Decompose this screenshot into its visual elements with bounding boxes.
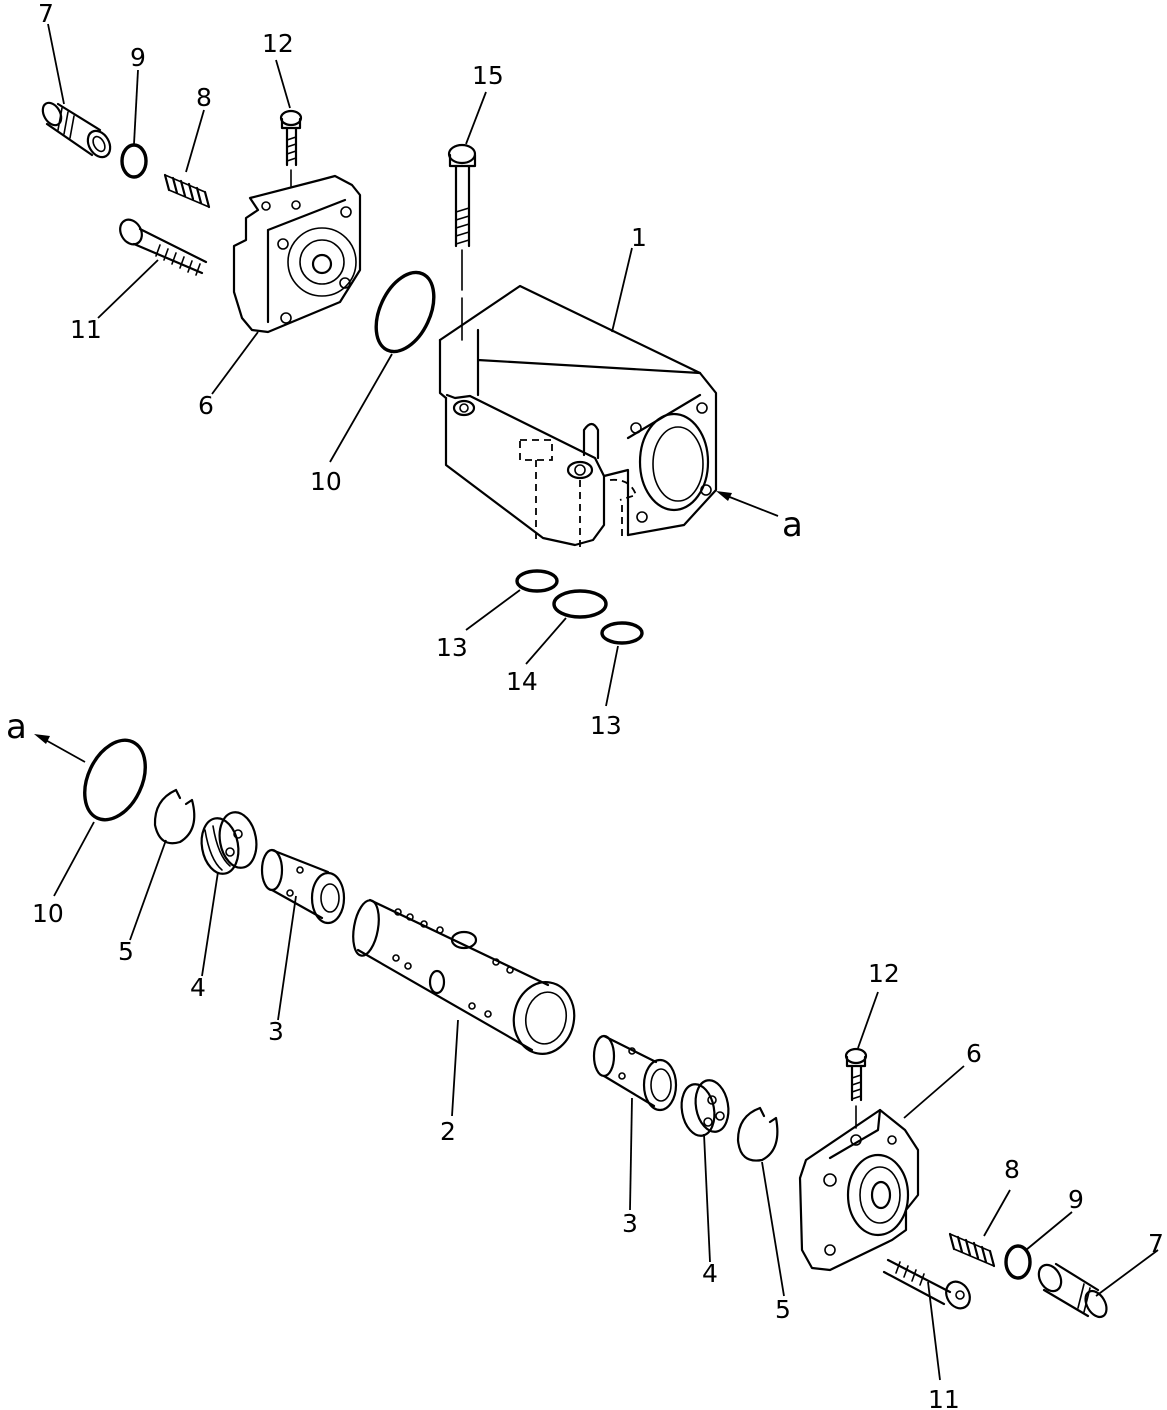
callout-9a: 9 [130,43,146,72]
callout-8b: 8 [1004,1155,1020,1184]
snap-ring-5-left [153,788,196,845]
callout-7b: 7 [1148,1229,1164,1258]
view-a-arrow-bottom [41,737,86,763]
cover-6-top [232,174,362,334]
plug-4-right [680,1079,730,1137]
spring-8-top [163,173,211,209]
leader-9a [133,69,139,145]
callout-11b: 11 [928,1385,960,1410]
plug-bottom [1037,1262,1108,1319]
callout-1: 1 [631,223,647,252]
callout-7a: 7 [38,0,54,28]
screw-12-top [279,109,303,187]
leader-1 [611,247,633,333]
leader-9b [1025,1211,1073,1251]
o-ring-10-bottom [83,738,147,822]
sleeve-3-left [260,848,346,925]
leader-3b [629,1097,633,1211]
spring-8-bottom [948,1232,996,1268]
leader-8b [983,1189,1011,1237]
plug-top [41,101,112,159]
leader-3a [277,895,297,1021]
leader-10b [53,821,95,897]
leader-13a [465,589,521,631]
view-a-label-bottom: a [6,707,27,747]
leader-5a [129,839,167,941]
bolt-15 [447,143,477,341]
cover-6-bottom [798,1108,920,1272]
callout-10a: 10 [310,467,342,496]
leader-2 [451,1019,459,1117]
leader-7b [1095,1249,1159,1297]
snap-ring-5-right [736,1106,779,1162]
plug-4-left [200,811,258,875]
leader-6b [903,1065,965,1119]
o-ring-13-left [515,569,559,593]
callout-11a: 11 [70,315,102,344]
callout-3a: 3 [268,1017,284,1046]
sleeve-3-right [592,1034,678,1112]
callout-15: 15 [472,61,504,90]
callout-6b: 6 [966,1039,982,1068]
leader-5b [761,1161,785,1297]
callout-8a: 8 [196,83,212,112]
leader-11a [97,259,159,319]
callout-12b: 12 [868,959,900,988]
callout-2: 2 [440,1117,456,1146]
screw-12-bottom [844,1047,868,1129]
o-ring-14 [552,589,608,619]
leader-8a [185,109,205,173]
callout-10b: 10 [32,899,64,928]
view-a-arrowhead-bottom [34,734,50,744]
view-a-arrow-top [721,493,779,517]
view-a-arrowhead-top [716,491,732,501]
view-a-label-top: a [782,505,803,545]
leader-6a [211,331,259,395]
o-ring-9-bottom [1004,1244,1032,1280]
spool-housing-2 [352,898,576,1055]
leader-13b [605,645,619,707]
callout-3b: 3 [622,1209,638,1238]
callout-14: 14 [506,667,538,696]
leader-12b [857,991,879,1049]
callout-4a: 4 [190,973,206,1002]
leader-11b [927,1281,941,1381]
leader-7a [47,23,65,105]
callout-12a: 12 [262,29,294,58]
callout-13a: 13 [436,633,468,662]
bolt-11-top [119,218,208,276]
valve-body-1 [438,284,718,548]
o-ring-13-right [600,621,644,645]
o-ring-9-top [120,143,148,179]
o-ring-10-top [374,270,436,354]
callout-6a: 6 [198,391,214,420]
leader-15 [465,91,487,145]
callout-4b: 4 [702,1259,718,1288]
callout-5b: 5 [775,1295,791,1324]
leader-12a [275,59,291,109]
leader-4a [201,871,219,977]
leader-14 [525,617,567,665]
callout-13b: 13 [590,711,622,740]
leader-4b [703,1133,711,1263]
leader-10a [329,353,393,463]
bolt-11-bottom [882,1258,971,1310]
callout-9b: 9 [1068,1185,1084,1214]
callout-5a: 5 [118,937,134,966]
